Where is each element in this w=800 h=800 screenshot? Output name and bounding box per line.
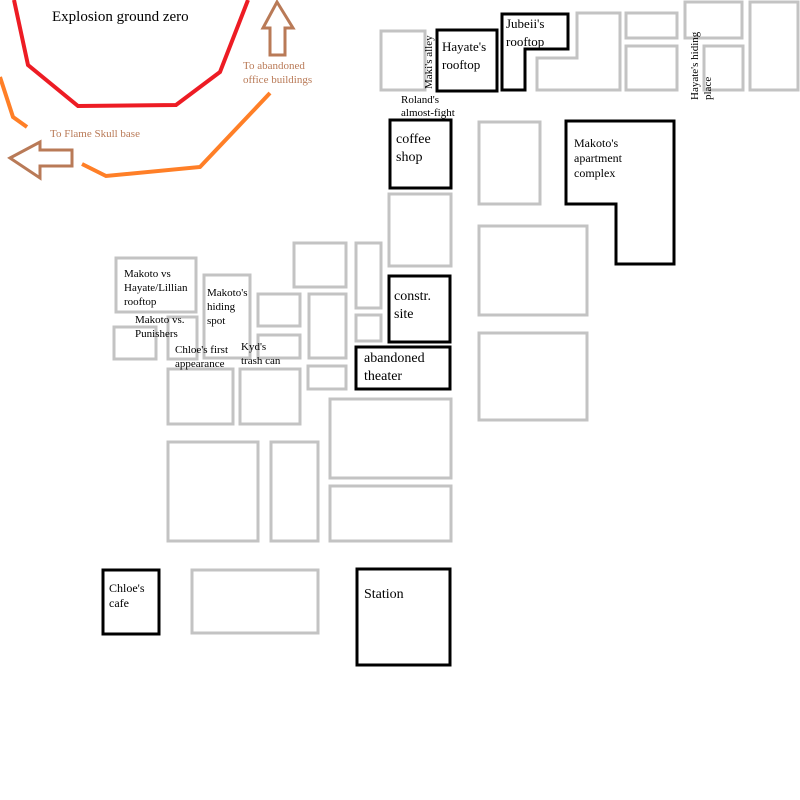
makoto-vs-punishers-label: Makoto vs. Punishers bbox=[135, 313, 185, 341]
station-box bbox=[355, 567, 452, 667]
label-line: To abandoned bbox=[243, 60, 305, 72]
abandoned-theater-label: abandoned theater bbox=[364, 350, 425, 386]
makoto-apartment-box bbox=[564, 119, 676, 266]
building bbox=[379, 29, 427, 92]
locations bbox=[101, 12, 676, 667]
label-line: appearance bbox=[175, 358, 225, 370]
buildings bbox=[112, 0, 800, 635]
label-line: theater bbox=[364, 369, 403, 384]
label-line: apartment bbox=[574, 151, 622, 165]
label-line: rooftop bbox=[124, 296, 157, 308]
jubeii-rooftop-box bbox=[500, 12, 570, 92]
label-line: place bbox=[702, 76, 714, 100]
station-label: Station bbox=[364, 587, 404, 602]
label-line: office buildings bbox=[243, 74, 313, 86]
label-line: site bbox=[394, 307, 414, 322]
label-line: Kyd's bbox=[241, 341, 267, 353]
building bbox=[328, 484, 453, 543]
building bbox=[166, 440, 260, 543]
building bbox=[477, 331, 589, 422]
label-line: coffee bbox=[396, 132, 431, 147]
building bbox=[256, 292, 302, 328]
building bbox=[354, 313, 383, 343]
label-line: abandoned bbox=[364, 351, 425, 366]
building bbox=[535, 11, 622, 92]
label-line: Punishers bbox=[135, 328, 178, 340]
building bbox=[202, 273, 252, 360]
label-line: Chloe's bbox=[109, 581, 145, 595]
jubeii-rooftop-label: Jubeii's rooftop bbox=[506, 15, 544, 51]
label-line: Makoto vs. bbox=[135, 314, 185, 326]
label-line: rooftop bbox=[506, 34, 545, 49]
building bbox=[683, 0, 744, 40]
building bbox=[292, 241, 348, 289]
label-line: spot bbox=[207, 315, 226, 327]
building bbox=[477, 120, 542, 206]
hayate-rooftop-label: Hayate's rooftop bbox=[442, 38, 486, 74]
label-line: Hayate's hiding bbox=[689, 31, 701, 100]
label-line: cafe bbox=[109, 596, 129, 610]
label-line: Makoto's bbox=[207, 287, 248, 299]
building bbox=[354, 241, 383, 310]
label-line: Makoto vs bbox=[124, 268, 171, 280]
construction-site-box bbox=[387, 274, 452, 344]
abandoned-theater-box bbox=[354, 345, 452, 391]
building bbox=[238, 367, 302, 426]
building bbox=[114, 256, 198, 314]
building bbox=[477, 224, 589, 317]
building bbox=[306, 364, 348, 391]
to-flame-skull-label: To Flame Skull base bbox=[50, 128, 140, 140]
building bbox=[269, 440, 320, 543]
label-line: almost-fight bbox=[401, 107, 455, 119]
building bbox=[190, 568, 320, 635]
building bbox=[328, 397, 453, 480]
maki-alley-label: Maki's alley bbox=[423, 35, 435, 89]
coffee-shop-label: coffee shop bbox=[396, 131, 431, 167]
orange-boundary-left bbox=[0, 76, 29, 129]
building bbox=[112, 325, 158, 361]
label-line: hiding bbox=[207, 301, 236, 313]
label-line: shop bbox=[396, 150, 423, 165]
chloe-cafe-box bbox=[101, 568, 161, 636]
building bbox=[702, 44, 745, 92]
label-line: complex bbox=[574, 166, 616, 180]
coffee-shop-box bbox=[388, 118, 453, 190]
building bbox=[387, 192, 453, 268]
construction-site-label: constr. site bbox=[394, 288, 431, 324]
label-line: Chloe's first bbox=[175, 344, 229, 356]
building bbox=[166, 367, 235, 426]
explosion-boundary bbox=[12, 0, 250, 109]
arrow-left-icon bbox=[7, 139, 74, 181]
to-office-label: To abandoned office buildings bbox=[243, 59, 312, 87]
orange-boundary-bottom bbox=[81, 91, 272, 179]
hayate-rooftop-box bbox=[435, 28, 499, 93]
building bbox=[166, 315, 199, 361]
makoto-vs-hayate-label: Makoto vs Hayate/Lillian rooftop bbox=[124, 267, 188, 309]
makoto-hiding-spot-label: Makoto's hiding spot bbox=[207, 286, 247, 328]
building bbox=[624, 11, 679, 40]
label-line: Jubeii's bbox=[506, 16, 545, 31]
label-line: trash can bbox=[241, 355, 281, 367]
arrow-up-icon bbox=[260, 0, 296, 57]
label-line: rooftop bbox=[442, 57, 481, 72]
label-line: constr. bbox=[394, 289, 431, 304]
building bbox=[256, 333, 302, 360]
chloe-first-appearance-label: Chloe's first appearance bbox=[175, 343, 228, 371]
label-line: Hayate's bbox=[442, 39, 487, 54]
kyd-trash-can-label: Kyd's trash can bbox=[241, 340, 280, 368]
label-line: Hayate/Lillian bbox=[124, 282, 188, 294]
label-line: Makoto's bbox=[574, 136, 619, 150]
building bbox=[624, 44, 679, 92]
building bbox=[307, 292, 348, 360]
explosion-label: Explosion ground zero bbox=[52, 9, 189, 25]
building bbox=[748, 0, 800, 92]
label-line: Roland's bbox=[401, 94, 440, 106]
